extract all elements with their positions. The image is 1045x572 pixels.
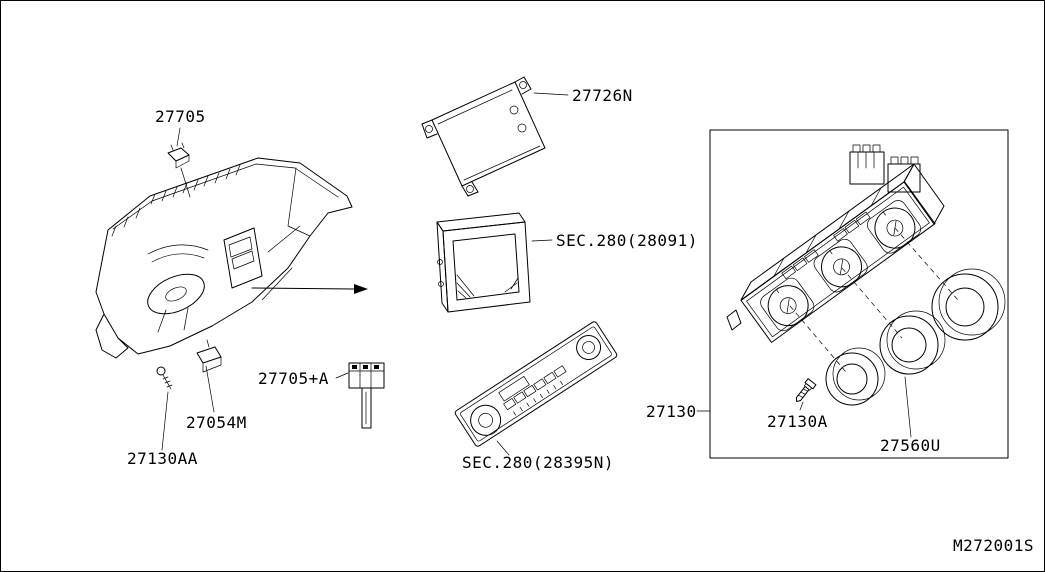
display-unit-28091 — [436, 212, 553, 313]
knob-ring-small — [825, 347, 886, 406]
part-label-27705: 27705 — [155, 107, 206, 126]
section-label-28091: SEC.280(28091) — [556, 231, 698, 250]
leader-line-27130A — [799, 401, 804, 411]
faceplate-buttons — [503, 365, 567, 416]
part-label-27130AA: 27130AA — [127, 449, 198, 468]
knob-rings-27560U — [789, 227, 1006, 438]
part-label-27560U: 27560U — [880, 436, 941, 455]
part-label-27705A: 27705+A — [258, 369, 329, 388]
leader-line-27726N — [533, 92, 569, 96]
unit-left-tab — [726, 309, 742, 331]
unit-buttons — [781, 211, 871, 280]
lower-dash-panel — [95, 313, 129, 359]
steering-column — [157, 307, 189, 333]
unit-dial-right — [867, 200, 922, 254]
display-front-face — [442, 221, 531, 313]
leader-line-27054M — [205, 365, 215, 413]
part-27130AA-screw — [156, 366, 173, 451]
leader-line-28395N — [496, 440, 510, 456]
part-27705A-connector — [335, 362, 385, 429]
arrow-head — [354, 284, 368, 294]
leader-line-27705A — [335, 372, 349, 379]
assembly-box-outline — [709, 129, 1009, 459]
knob-ring-large — [931, 268, 1006, 341]
part-27054M-sensor — [196, 339, 222, 413]
part-27130A-screw — [795, 378, 817, 411]
faceplate-left-knob — [470, 404, 502, 436]
bracket-plate — [431, 81, 546, 187]
knob-ring-medium — [879, 310, 946, 375]
section-label-28395N: SEC.280(28395N) — [462, 453, 614, 472]
climate-control-unit — [726, 144, 945, 343]
direction-arrow — [251, 284, 368, 294]
unit-right-face — [903, 163, 945, 225]
part-label-27130: 27130 — [646, 402, 697, 421]
center-stack — [223, 227, 263, 289]
leader-line-27560U — [904, 376, 912, 438]
leader-line-27130AA — [161, 391, 169, 451]
steering-wheel — [147, 273, 205, 315]
faceplate-28395N — [454, 321, 618, 456]
bracket-27726N — [421, 76, 569, 197]
faceplate-display-window — [498, 376, 530, 402]
leader-line-27705 — [176, 127, 181, 147]
unit-dial-center — [813, 238, 868, 293]
display-top-face — [436, 212, 526, 232]
part-label-27130A: 27130A — [767, 412, 828, 431]
drawing-code: M272001S — [953, 536, 1034, 555]
assembly-box-27130 — [696, 129, 1009, 459]
part-label-27054M: 27054M — [186, 413, 247, 432]
display-left-face — [436, 221, 449, 313]
dashboard-top-edge — [112, 163, 339, 230]
faceplate-body — [454, 321, 618, 447]
unit-dial-left — [760, 277, 815, 332]
vent-hatch-lines — [111, 164, 241, 237]
cluster-hood — [147, 244, 209, 263]
part-label-27726N: 27726N — [572, 86, 633, 105]
unit-connector-blocks — [849, 144, 921, 193]
part-27705-sensor — [167, 127, 191, 198]
leader-line-28091 — [531, 239, 553, 242]
display-screen — [452, 233, 520, 301]
dashboard-outline — [95, 157, 353, 355]
faceplate-right-knob — [576, 334, 602, 360]
instrument-panel-drawing — [95, 157, 353, 359]
